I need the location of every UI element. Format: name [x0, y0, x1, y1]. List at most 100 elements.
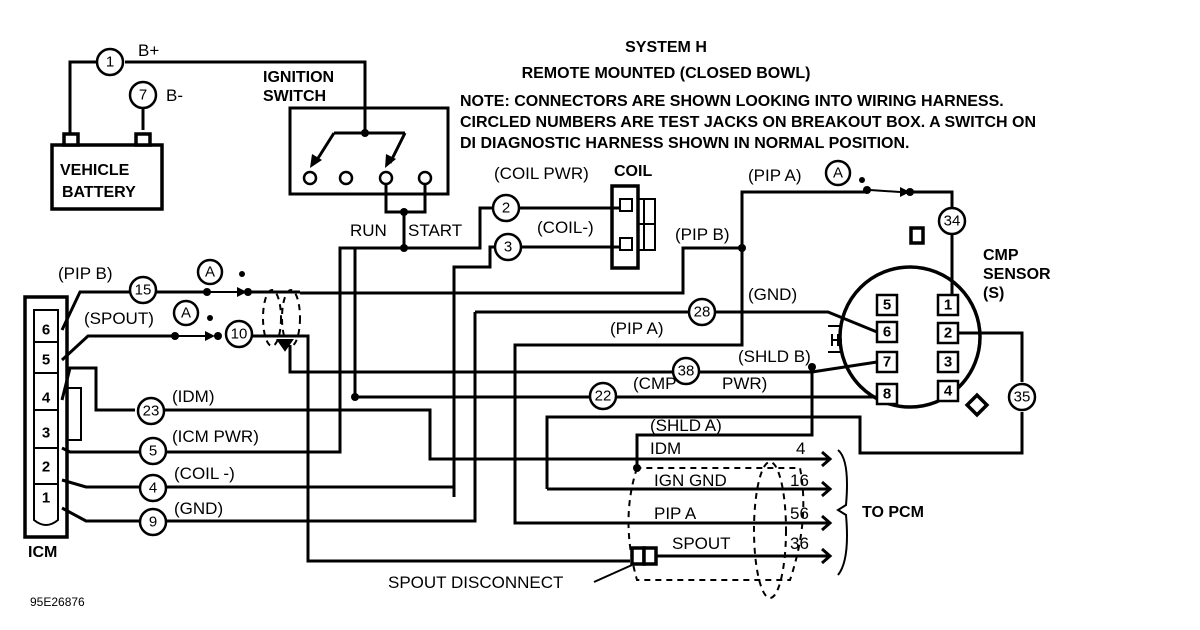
icm-pwr-label: (ICM PWR) — [172, 427, 259, 446]
spout-left-label: (SPOUT) — [84, 309, 154, 328]
svg-text:7: 7 — [139, 87, 147, 104]
test-jack-34: 34 — [937, 206, 967, 236]
pip-a-mid-label: (PIP A) — [610, 319, 664, 338]
svg-text:22: 22 — [595, 388, 612, 405]
cmp-pin-4: 4 — [936, 379, 960, 403]
icm-pin-2: 2 — [42, 459, 50, 476]
coil-pwr-label: (COIL PWR) — [494, 164, 589, 183]
gnd-right-label: (GND) — [748, 285, 797, 304]
cmp-pin-6: 6 — [875, 320, 899, 344]
svg-text:2: 2 — [944, 325, 952, 342]
vehicle-battery: VEHICLE BATTERY — [50, 60, 367, 211]
shld-b-label: (SHLD B) — [738, 347, 811, 366]
test-jack-35: 35 — [1007, 382, 1037, 412]
svg-text:2: 2 — [502, 200, 510, 217]
icm-pin-1: 1 — [42, 490, 50, 507]
pcm-line-pip-a: PIP A — [654, 504, 697, 523]
switch-a-cmp: A — [824, 159, 852, 187]
test-jack-15: 15 — [128, 275, 158, 305]
test-jack-28: 28 — [687, 297, 717, 327]
b-plus-label: B+ — [138, 41, 159, 60]
test-jack-9: 9 — [138, 507, 168, 537]
svg-text:SPOUT DISCONNECT: SPOUT DISCONNECT — [388, 573, 563, 592]
coil-neg-label: (COIL-) — [537, 218, 594, 237]
shld-a-label: (SHLD A) — [650, 416, 722, 435]
svg-text:4: 4 — [944, 383, 953, 400]
start-label: START — [408, 221, 462, 240]
pcm-pin-pip-a: 56 — [790, 504, 809, 523]
svg-text:23: 23 — [143, 403, 160, 420]
run-label: RUN — [350, 221, 387, 240]
pcm-line-ign-gnd: IGN GND — [654, 471, 727, 490]
gnd-left-label: (GND) — [174, 499, 223, 518]
note-line2: CIRCLED NUMBERS ARE TEST JACKS ON BREAKO… — [460, 114, 1036, 131]
test-jack-4: 4 — [138, 473, 168, 503]
svg-text:SWITCH: SWITCH — [263, 88, 326, 105]
test-jack-2: 2 — [491, 193, 521, 223]
svg-text:3: 3 — [944, 354, 952, 371]
icm-pin-4: 4 — [42, 390, 51, 407]
svg-text:A: A — [205, 264, 215, 281]
svg-text:(S): (S) — [983, 285, 1004, 302]
svg-text:1: 1 — [106, 54, 114, 71]
test-jack-1: 1 — [95, 47, 125, 77]
idm-left-label: (IDM) — [172, 387, 214, 406]
battery-label-2: BATTERY — [62, 184, 136, 201]
pcm-pin-idm: 4 — [796, 439, 805, 458]
svg-text:35: 35 — [1014, 389, 1031, 406]
test-jack-23: 23 — [136, 396, 166, 426]
pip-b-left-label: (PIP B) — [58, 264, 112, 283]
switch-a-spout: A — [172, 299, 200, 327]
pcm-pin-ign-gnd: 16 — [790, 471, 809, 490]
icm-pin-5: 5 — [42, 352, 50, 369]
svg-text:28: 28 — [694, 304, 711, 321]
svg-text:9: 9 — [149, 514, 157, 531]
title-line1: SYSTEM H — [625, 39, 707, 56]
figure-id: 95E26876 — [30, 595, 85, 609]
coil-minus-left-label: (COIL -) — [174, 464, 235, 483]
pcm-line-idm: IDM — [650, 439, 681, 458]
pip-a-top-label: (PIP A) — [748, 166, 802, 185]
ignition-switch: IGNITION SWITCH — [263, 69, 450, 252]
test-jack-7: 7 — [128, 80, 158, 110]
cmp-pin-7: 7 — [875, 350, 899, 374]
cmp-pin-1: 1 — [936, 293, 960, 317]
cmp-pin-8: 8 — [875, 382, 899, 406]
svg-text:10: 10 — [231, 326, 248, 343]
svg-text:34: 34 — [944, 213, 961, 230]
pwr-label: PWR) — [722, 374, 767, 393]
b-minus-label: B- — [166, 86, 183, 105]
cmp-pin-3: 3 — [936, 350, 960, 374]
svg-text:CMP: CMP — [983, 247, 1019, 264]
pcm-line-spout: SPOUT — [672, 534, 731, 553]
battery-label-1: VEHICLE — [60, 162, 130, 179]
icm-module: ICM — [23, 295, 82, 561]
svg-text:5: 5 — [883, 297, 891, 314]
svg-text:6: 6 — [883, 324, 891, 341]
svg-text:ICM: ICM — [28, 544, 57, 561]
pcm-pin-spout: 36 — [790, 534, 809, 553]
spout-disconnect: SPOUT DISCONNECT — [388, 546, 658, 592]
svg-text:15: 15 — [135, 282, 152, 299]
svg-text:SENSOR: SENSOR — [983, 266, 1051, 283]
test-jack-38: 38 — [671, 356, 701, 386]
svg-text:3: 3 — [504, 239, 512, 256]
svg-text:7: 7 — [883, 354, 891, 371]
pcm-brace — [836, 449, 848, 576]
svg-text:8: 8 — [883, 386, 891, 403]
cmp-pin-5: 5 — [875, 293, 899, 317]
svg-text:IGNITION: IGNITION — [263, 69, 334, 86]
switch-a-pip-b: A — [196, 258, 224, 286]
note-line3: DI DIAGNOSTIC HARNESS SHOWN IN NORMAL PO… — [460, 135, 910, 152]
svg-text:A: A — [181, 305, 191, 322]
ignition-coil: COIL — [610, 163, 656, 270]
icm-pin-3: 3 — [42, 425, 50, 442]
cmp-pin-2: 2 — [936, 321, 960, 345]
svg-text:A: A — [833, 165, 843, 182]
svg-text:4: 4 — [149, 480, 157, 497]
to-pcm-label: TO PCM — [862, 504, 924, 521]
svg-text:38: 38 — [678, 363, 695, 380]
svg-text:5: 5 — [149, 443, 157, 460]
title-line2: REMOTE MOUNTED (CLOSED BOWL) — [522, 65, 811, 82]
